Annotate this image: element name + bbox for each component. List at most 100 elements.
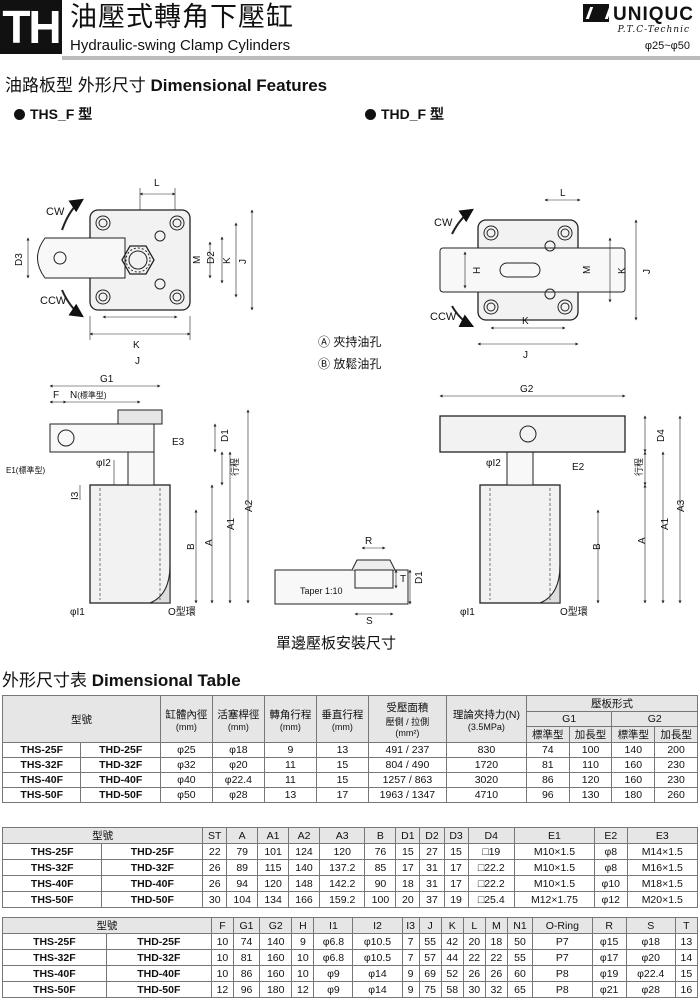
page-header: TH 油壓式轉角下壓缸 Hydraulic-swing Clamp Cylind… bbox=[0, 0, 700, 62]
header-divider bbox=[62, 56, 700, 60]
cell-i2: φ10.5 bbox=[352, 933, 403, 950]
cell-d4: □25.4 bbox=[467, 891, 515, 908]
cell-d4: □22.2 bbox=[467, 859, 515, 876]
col-vertical-stroke: 垂直行程(mm) bbox=[315, 695, 369, 743]
cell-e3: M20×1.5 bbox=[626, 891, 699, 908]
dim-L-thd: L bbox=[560, 188, 566, 199]
col-n1: N1 bbox=[506, 917, 534, 934]
col-g2: G2 bbox=[611, 711, 698, 727]
ths-side-view bbox=[49, 384, 250, 604]
cell-e1: M12×1.75 bbox=[513, 891, 596, 908]
cell-i2: φ14 bbox=[352, 965, 403, 982]
cell-area: 1963 / 1347 bbox=[367, 787, 447, 803]
col-h: H bbox=[291, 917, 315, 934]
cell-rod: φ18 bbox=[211, 742, 265, 758]
cell-cyl: φ40 bbox=[159, 772, 213, 788]
ths-top-view bbox=[26, 188, 254, 340]
rotate-cw-label: CW bbox=[46, 206, 65, 218]
cell-j: 75 bbox=[418, 981, 442, 998]
col-t: T bbox=[674, 917, 699, 934]
cell-i3: 7 bbox=[401, 949, 420, 966]
cell-g1: 96 bbox=[232, 981, 261, 998]
cell-i3: 9 bbox=[401, 981, 420, 998]
col-b: B bbox=[364, 827, 397, 844]
dim-A1: A1 bbox=[226, 517, 237, 530]
cell-r: φ15 bbox=[591, 933, 627, 950]
dim-E2: E2 bbox=[572, 462, 585, 473]
cell-oring: P7 bbox=[532, 933, 593, 950]
cell-f: 10 bbox=[210, 965, 234, 982]
col-d3: D3 bbox=[443, 827, 469, 844]
oring-label-thd: O型環 bbox=[560, 605, 588, 618]
cell-rod: φ22.4 bbox=[211, 772, 265, 788]
cell-d2: 27 bbox=[419, 843, 445, 860]
cell-st: 30 bbox=[202, 891, 228, 908]
cell-i1: φ6.8 bbox=[313, 949, 354, 966]
col-oring: O-Ring bbox=[532, 917, 593, 934]
cell-e2: φ12 bbox=[594, 891, 628, 908]
dim-A-thd: A bbox=[637, 537, 648, 544]
cell-d3: 15 bbox=[443, 843, 469, 860]
brand-subtitle: P.T.C-Technic bbox=[617, 25, 690, 35]
cell-g2s: 160 bbox=[611, 772, 656, 788]
rotate-ccw-label: CCW bbox=[40, 295, 67, 307]
cell-st: 22 bbox=[202, 843, 228, 860]
col-cylinder-bore: 缸體內徑(mm) bbox=[159, 695, 213, 743]
cell-g2: 140 bbox=[259, 933, 293, 950]
cell-a2: 166 bbox=[288, 891, 320, 908]
col-g1: G1 bbox=[232, 917, 261, 934]
dim-L: L bbox=[154, 178, 160, 189]
dim-H: H bbox=[472, 267, 483, 274]
cell-g2: 180 bbox=[259, 981, 293, 998]
table-title-cn: 外形尺寸表 bbox=[2, 671, 87, 690]
cell-e2: φ8 bbox=[594, 859, 628, 876]
cell-e1: M10×1.5 bbox=[513, 859, 596, 876]
cell-g2l: 200 bbox=[654, 742, 698, 758]
cell-f: 10 bbox=[210, 949, 234, 966]
cell-g2l: 260 bbox=[654, 787, 698, 803]
cell-m: 26 bbox=[484, 965, 508, 982]
cell-g2: 160 bbox=[259, 949, 293, 966]
dim-D4: D4 bbox=[656, 429, 667, 442]
cell-r: φ21 bbox=[591, 981, 627, 998]
cell-h: 12 bbox=[291, 981, 315, 998]
cell-g1s: 74 bbox=[525, 742, 570, 758]
model-ths: THS-32F bbox=[2, 949, 107, 966]
model-thd: THD-32F bbox=[105, 949, 212, 966]
dim-A3: A3 bbox=[676, 499, 687, 512]
bullet-icon bbox=[365, 109, 376, 120]
col-l: L bbox=[462, 917, 486, 934]
cell-r: φ19 bbox=[591, 965, 627, 982]
cell-e2: φ8 bbox=[594, 843, 628, 860]
cell-vert: 15 bbox=[315, 757, 369, 773]
dim-R: R bbox=[365, 536, 372, 547]
cell-rod: φ20 bbox=[211, 757, 265, 773]
cell-d4: □22.2 bbox=[467, 875, 515, 892]
cell-g1s: 81 bbox=[525, 757, 570, 773]
dim-A1-thd: A1 bbox=[660, 517, 671, 530]
model-ths: THS-25F bbox=[1, 843, 103, 860]
cell-m: 18 bbox=[484, 933, 508, 950]
cell-a: 104 bbox=[226, 891, 259, 908]
cell-a3: 159.2 bbox=[318, 891, 366, 908]
brand-mark-icon bbox=[583, 4, 610, 22]
cell-g1l: 100 bbox=[568, 742, 613, 758]
cell-st: 26 bbox=[202, 875, 228, 892]
col-d2: D2 bbox=[419, 827, 445, 844]
cell-l: 30 bbox=[462, 981, 486, 998]
cell-n1: 60 bbox=[506, 965, 534, 982]
dim-K-thd-side: K bbox=[617, 267, 628, 274]
col-rod-dia: 活塞桿徑(mm) bbox=[211, 695, 265, 743]
section-title-en: Dimensional Features bbox=[150, 76, 328, 95]
cell-g2s: 160 bbox=[611, 757, 656, 773]
title-chinese: 油壓式轉角下壓缸 bbox=[70, 2, 294, 33]
cell-t: 14 bbox=[674, 949, 699, 966]
col-e1: E1 bbox=[513, 827, 596, 844]
cell-b: 76 bbox=[364, 843, 397, 860]
